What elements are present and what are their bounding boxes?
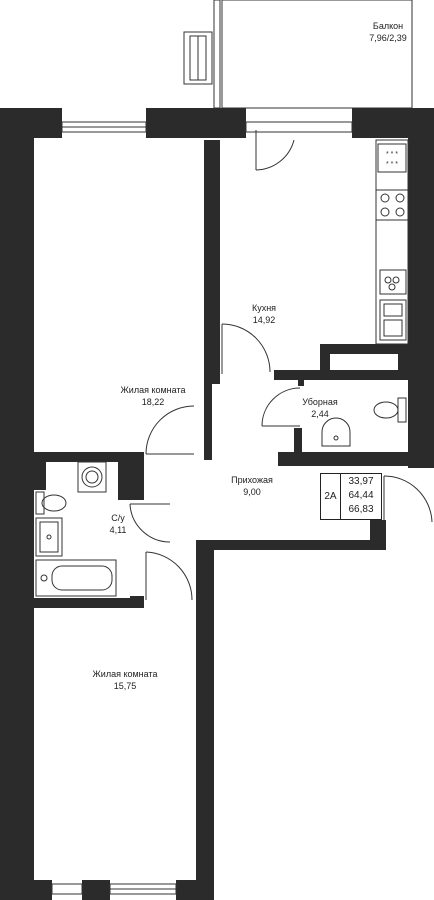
room-name: Балкон — [372, 21, 404, 31]
living-area: 33,97 — [348, 476, 374, 487]
room-area: 9,00 — [243, 487, 261, 497]
radiator-icon — [183, 31, 213, 85]
window — [51, 883, 177, 895]
room-name: Кухня — [251, 303, 277, 313]
total-area: 64,44 — [348, 490, 374, 501]
apartment-type: 2А — [321, 474, 341, 519]
room-area: 4,11 — [109, 525, 127, 535]
room-label-balcony: Балкон 7,96/2,39 — [358, 20, 418, 44]
room-area: 7,96/2,39 — [369, 33, 407, 43]
bathtub-icon — [35, 559, 117, 597]
room-area: 18,22 — [141, 397, 165, 407]
svg-text:* * *: * * * — [386, 161, 398, 168]
toilet-icon — [373, 397, 407, 423]
balcony — [213, 0, 413, 109]
exterior-walls — [0, 108, 434, 900]
room-label-hallway: Прихожая 9,00 — [222, 474, 282, 498]
doors — [129, 130, 433, 601]
room-name: Уборная — [302, 397, 338, 407]
washing-machine-icon — [77, 461, 107, 493]
room-area: 2,44 — [311, 409, 329, 419]
interior-walls — [0, 140, 408, 608]
apartment-info-box: 2А 33,97 64,44 66,83 — [320, 473, 382, 520]
window — [61, 121, 353, 133]
room-label-living-room-1: Жилая комната 18,22 — [108, 384, 198, 408]
total-area-with-balcony: 66,83 — [348, 504, 374, 515]
svg-text:* * *: * * * — [386, 151, 398, 158]
room-area: 15,75 — [113, 681, 137, 691]
room-name: Прихожая — [231, 475, 273, 485]
room-label-living-room-2: Жилая комната 15,75 — [80, 668, 170, 692]
apartment-areas: 33,97 64,44 66,83 — [341, 475, 381, 517]
room-label-toilet: Уборная 2,44 — [290, 396, 350, 420]
washbasin-icon — [321, 417, 351, 447]
room-name: Жилая комната — [92, 669, 158, 679]
room-name: Жилая комната — [120, 385, 186, 395]
room-label-bathroom: С/у 4,11 — [96, 512, 140, 536]
room-name: С/у — [111, 513, 125, 523]
toilet-icon — [35, 491, 67, 515]
washbasin-icon — [35, 517, 63, 557]
room-label-kitchen: Кухня 14,92 — [234, 302, 294, 326]
room-area: 14,92 — [252, 315, 276, 325]
kitchen-counter: * * * * * * — [375, 139, 409, 345]
